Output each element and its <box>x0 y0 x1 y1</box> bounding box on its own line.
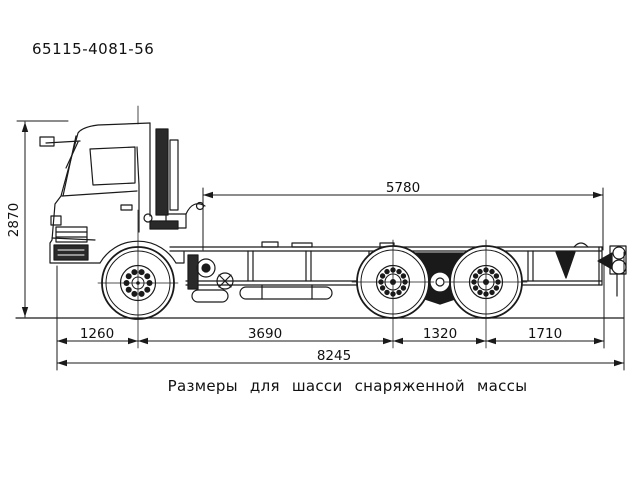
dim-front-overhang: 1260 <box>79 326 115 342</box>
door-handle <box>120 204 133 211</box>
dimension-lines <box>16 120 625 371</box>
mirror <box>39 136 55 147</box>
door-line <box>136 146 140 233</box>
dim-wheelbase: 3690 <box>247 326 283 342</box>
dim-overall-height: 2870 <box>6 202 22 238</box>
center-lines <box>97 105 528 349</box>
cab <box>39 122 185 264</box>
dim-frame-length: 5780 <box>385 180 421 196</box>
side-window <box>89 146 136 186</box>
mirror-arm <box>45 140 81 144</box>
dim-overall-length: 8245 <box>316 348 352 364</box>
transmission-equipment <box>165 201 234 303</box>
drawing-caption: Размеры для шасси снаряженной массы <box>167 377 528 395</box>
fuel-tank <box>239 284 333 300</box>
model-number: 65115-4081-56 <box>32 40 155 58</box>
dimension-arrows <box>21 122 624 367</box>
air-intake-stack <box>155 128 169 216</box>
dim-rear-axle-spacing: 1320 <box>422 326 458 342</box>
mud-flap <box>555 251 576 279</box>
tow-hitch <box>597 245 627 297</box>
headlight <box>50 215 62 226</box>
dim-rear-overhang: 1710 <box>527 326 563 342</box>
